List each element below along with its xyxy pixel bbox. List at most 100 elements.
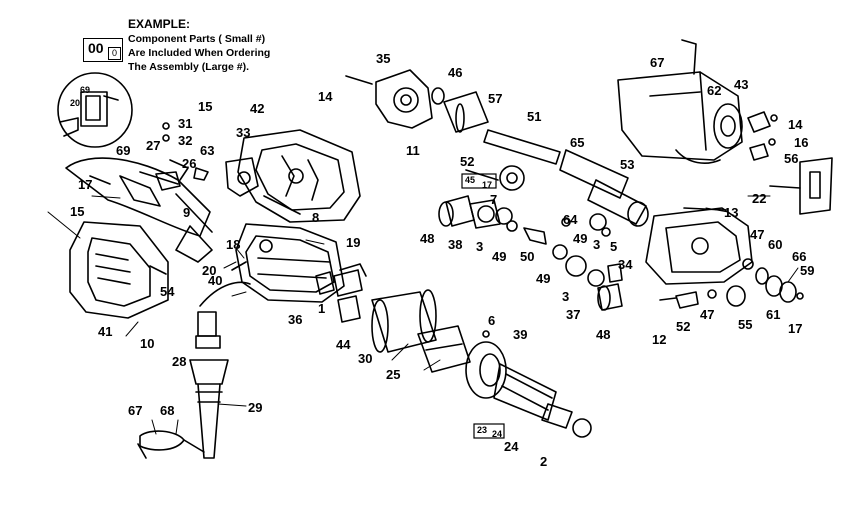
inset-label-20: 20 <box>70 98 81 108</box>
part-number: 34 <box>618 257 633 272</box>
part-number: 68 <box>160 403 175 418</box>
part-number: 60 <box>768 237 783 252</box>
sub-assembly-small-1: 17 <box>482 180 493 190</box>
part-number: 37 <box>566 307 581 322</box>
part-number: 14 <box>788 117 803 132</box>
part-number: 3 <box>562 289 570 304</box>
part-number: 3 <box>593 237 601 252</box>
part-number: 15 <box>198 99 213 114</box>
part-number: 9 <box>183 205 191 220</box>
part-number: 54 <box>160 284 175 299</box>
part-number: 52 <box>460 154 475 169</box>
baffle <box>465 341 507 399</box>
inset-label-69: 69 <box>80 85 91 95</box>
part-number: 62 <box>707 83 722 98</box>
part-number: 6 <box>488 313 496 328</box>
part-number: 66 <box>792 249 807 264</box>
part-number: 39 <box>513 327 528 342</box>
part-number: 29 <box>248 400 263 415</box>
part-number: 11 <box>406 143 420 158</box>
part-number: 49 <box>536 271 551 286</box>
shaft-parts <box>431 87 649 227</box>
part-number: 53 <box>620 157 635 172</box>
part-number: 52 <box>676 319 691 334</box>
bearing-housing <box>345 69 433 129</box>
upper-handle <box>65 157 213 263</box>
part-number: 1 <box>318 301 326 316</box>
part-number: 36 <box>288 312 303 327</box>
part-number: 14 <box>318 89 333 104</box>
cord-and-guard <box>137 281 251 459</box>
part-number: 10 <box>140 336 155 351</box>
part-number: 42 <box>250 101 265 116</box>
motor-housing <box>231 223 345 303</box>
part-number: 69 <box>116 143 131 158</box>
part-number: 48 <box>596 327 611 342</box>
part-number: 24 <box>504 439 519 454</box>
legend-box-small: 0 <box>108 47 121 60</box>
part-number: 63 <box>200 143 215 158</box>
part-number: 13 <box>724 205 739 220</box>
part-number: 47 <box>700 307 715 322</box>
part-number: 19 <box>346 235 361 250</box>
part-number: 3 <box>476 239 484 254</box>
part-number: 26 <box>182 156 197 171</box>
part-number: 59 <box>800 263 815 278</box>
part-number: 50 <box>520 249 535 264</box>
part-number: 28 <box>172 354 187 369</box>
part-number: 44 <box>336 337 351 352</box>
field-stator <box>371 289 471 373</box>
sub-assembly-boxes <box>461 173 505 439</box>
sub-assembly-small-2: 24 <box>492 429 503 439</box>
part-number: 8 <box>312 210 320 225</box>
part-number: 31 <box>178 116 193 131</box>
sub-assembly-large-2: 23 <box>477 425 488 435</box>
part-number: 46 <box>448 65 463 80</box>
part-number: 12 <box>652 332 667 347</box>
part-number: 38 <box>448 237 463 252</box>
part-number: 22 <box>752 191 767 206</box>
part-number: 51 <box>527 109 542 124</box>
part-number: 27 <box>146 138 161 153</box>
legend-line-2: Are Included When Ordering <box>128 47 271 59</box>
part-number: 35 <box>376 51 391 66</box>
part-number: 57 <box>488 91 503 106</box>
part-number: 43 <box>734 77 749 92</box>
part-number: 17 <box>788 321 803 336</box>
legend-line-3: The Assembly (Large #). <box>128 61 249 73</box>
part-number: 16 <box>794 135 809 150</box>
left-handle-housing <box>69 221 169 319</box>
part-number: 40 <box>208 273 223 288</box>
part-number: 47 <box>750 227 765 242</box>
part-number: 2 <box>540 454 548 469</box>
part-number: 41 <box>98 324 113 339</box>
legend-box-large: 00 <box>88 40 104 56</box>
part-number: 64 <box>563 212 578 227</box>
legend-box: 00 0 <box>83 38 123 62</box>
rear-small-parts <box>139 122 213 233</box>
part-number: 56 <box>784 151 799 166</box>
legend-line-1: Component Parts ( Small #) <box>128 33 266 45</box>
part-number: 67 <box>650 55 665 70</box>
part-number: 7 <box>490 192 498 207</box>
part-number: 67 <box>128 403 143 418</box>
part-number: 20 <box>202 263 217 278</box>
part-number: 55 <box>738 317 753 332</box>
legend-title: EXAMPLE: <box>128 17 191 31</box>
part-number: 49 <box>573 231 588 246</box>
sub-assembly-large-1: 45 <box>465 175 476 185</box>
inset-detail <box>57 72 133 148</box>
part-number: 49 <box>492 249 507 264</box>
part-number: 18 <box>226 237 241 252</box>
front-gear-case <box>617 39 743 164</box>
part-number: 32 <box>178 133 193 148</box>
blade-clamp-parts <box>747 111 833 215</box>
part-number: 30 <box>358 351 373 366</box>
part-number: 17 <box>78 177 93 192</box>
leader-lines <box>47 195 799 435</box>
part-number: 5 <box>610 239 618 254</box>
part-number: 48 <box>420 231 435 246</box>
part-number: 61 <box>766 307 781 322</box>
